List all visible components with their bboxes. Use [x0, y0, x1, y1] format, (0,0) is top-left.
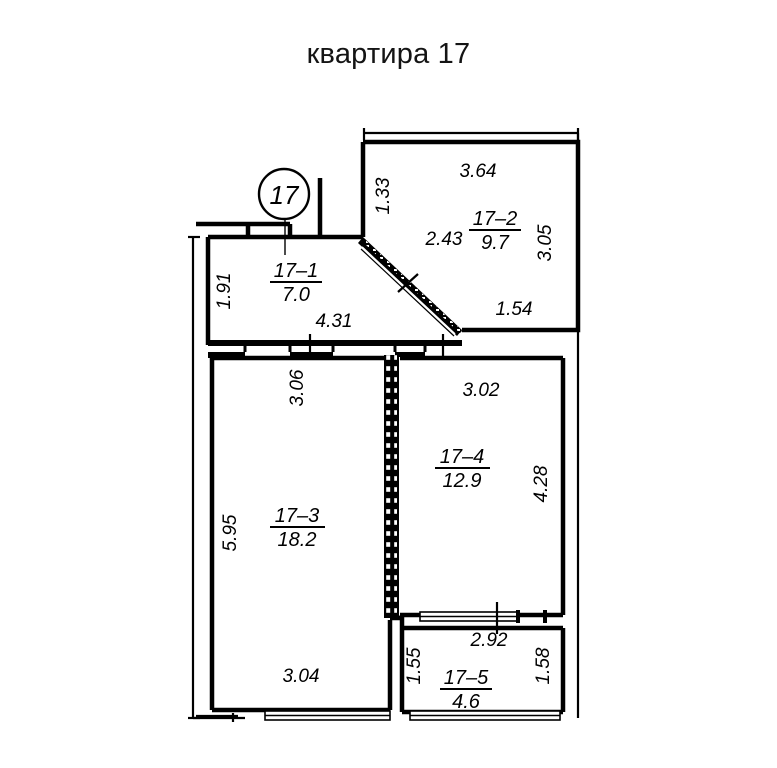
room-number-17-4: 17–4: [440, 446, 485, 468]
room-area-17-1: 7.0: [282, 284, 310, 306]
dim-1-55: 1.55: [404, 647, 425, 684]
partition-wall: [384, 355, 399, 618]
dim-2-92: 2.92: [470, 630, 508, 651]
dim-3-06: 3.06: [287, 369, 308, 406]
dim-1-91: 1.91: [214, 273, 235, 310]
room-area-17-5: 4.6: [452, 691, 481, 713]
badge-label: 17: [270, 180, 300, 210]
dim-4-28: 4.28: [531, 465, 552, 502]
room-number-17-1: 17–1: [274, 260, 319, 282]
dim-1-58: 1.58: [533, 647, 554, 684]
dim-3-02: 3.02: [463, 380, 500, 401]
page-title: квартира 17: [306, 38, 471, 70]
dim-5-95: 5.95: [220, 514, 241, 551]
room-17-2: [360, 139, 581, 333]
room-area-17-3: 18.2: [278, 529, 317, 551]
apartment-number-badge: 17: [257, 167, 311, 221]
room-number-17-5: 17–5: [444, 667, 489, 689]
room-area-17-2: 9.7: [481, 232, 510, 254]
dim-3-05: 3.05: [535, 224, 556, 261]
dim-1-54: 1.54: [496, 299, 533, 320]
dim-3-64: 3.64: [460, 161, 497, 182]
dim-3-04: 3.04: [283, 666, 320, 687]
room-17-4: [400, 355, 566, 618]
room-area-17-4: 12.9: [443, 470, 482, 492]
room-17-1: [196, 178, 462, 345]
dim-1-33: 1.33: [373, 177, 394, 214]
room-number-17-3: 17–3: [275, 505, 320, 527]
room-17-3: [209, 355, 393, 713]
room-number-17-2: 17–2: [473, 208, 518, 230]
dim-2-43: 2.43: [425, 229, 463, 250]
windows: [196, 602, 561, 722]
dim-4-31: 4.31: [316, 311, 353, 332]
diagonal-wall: [358, 237, 463, 337]
